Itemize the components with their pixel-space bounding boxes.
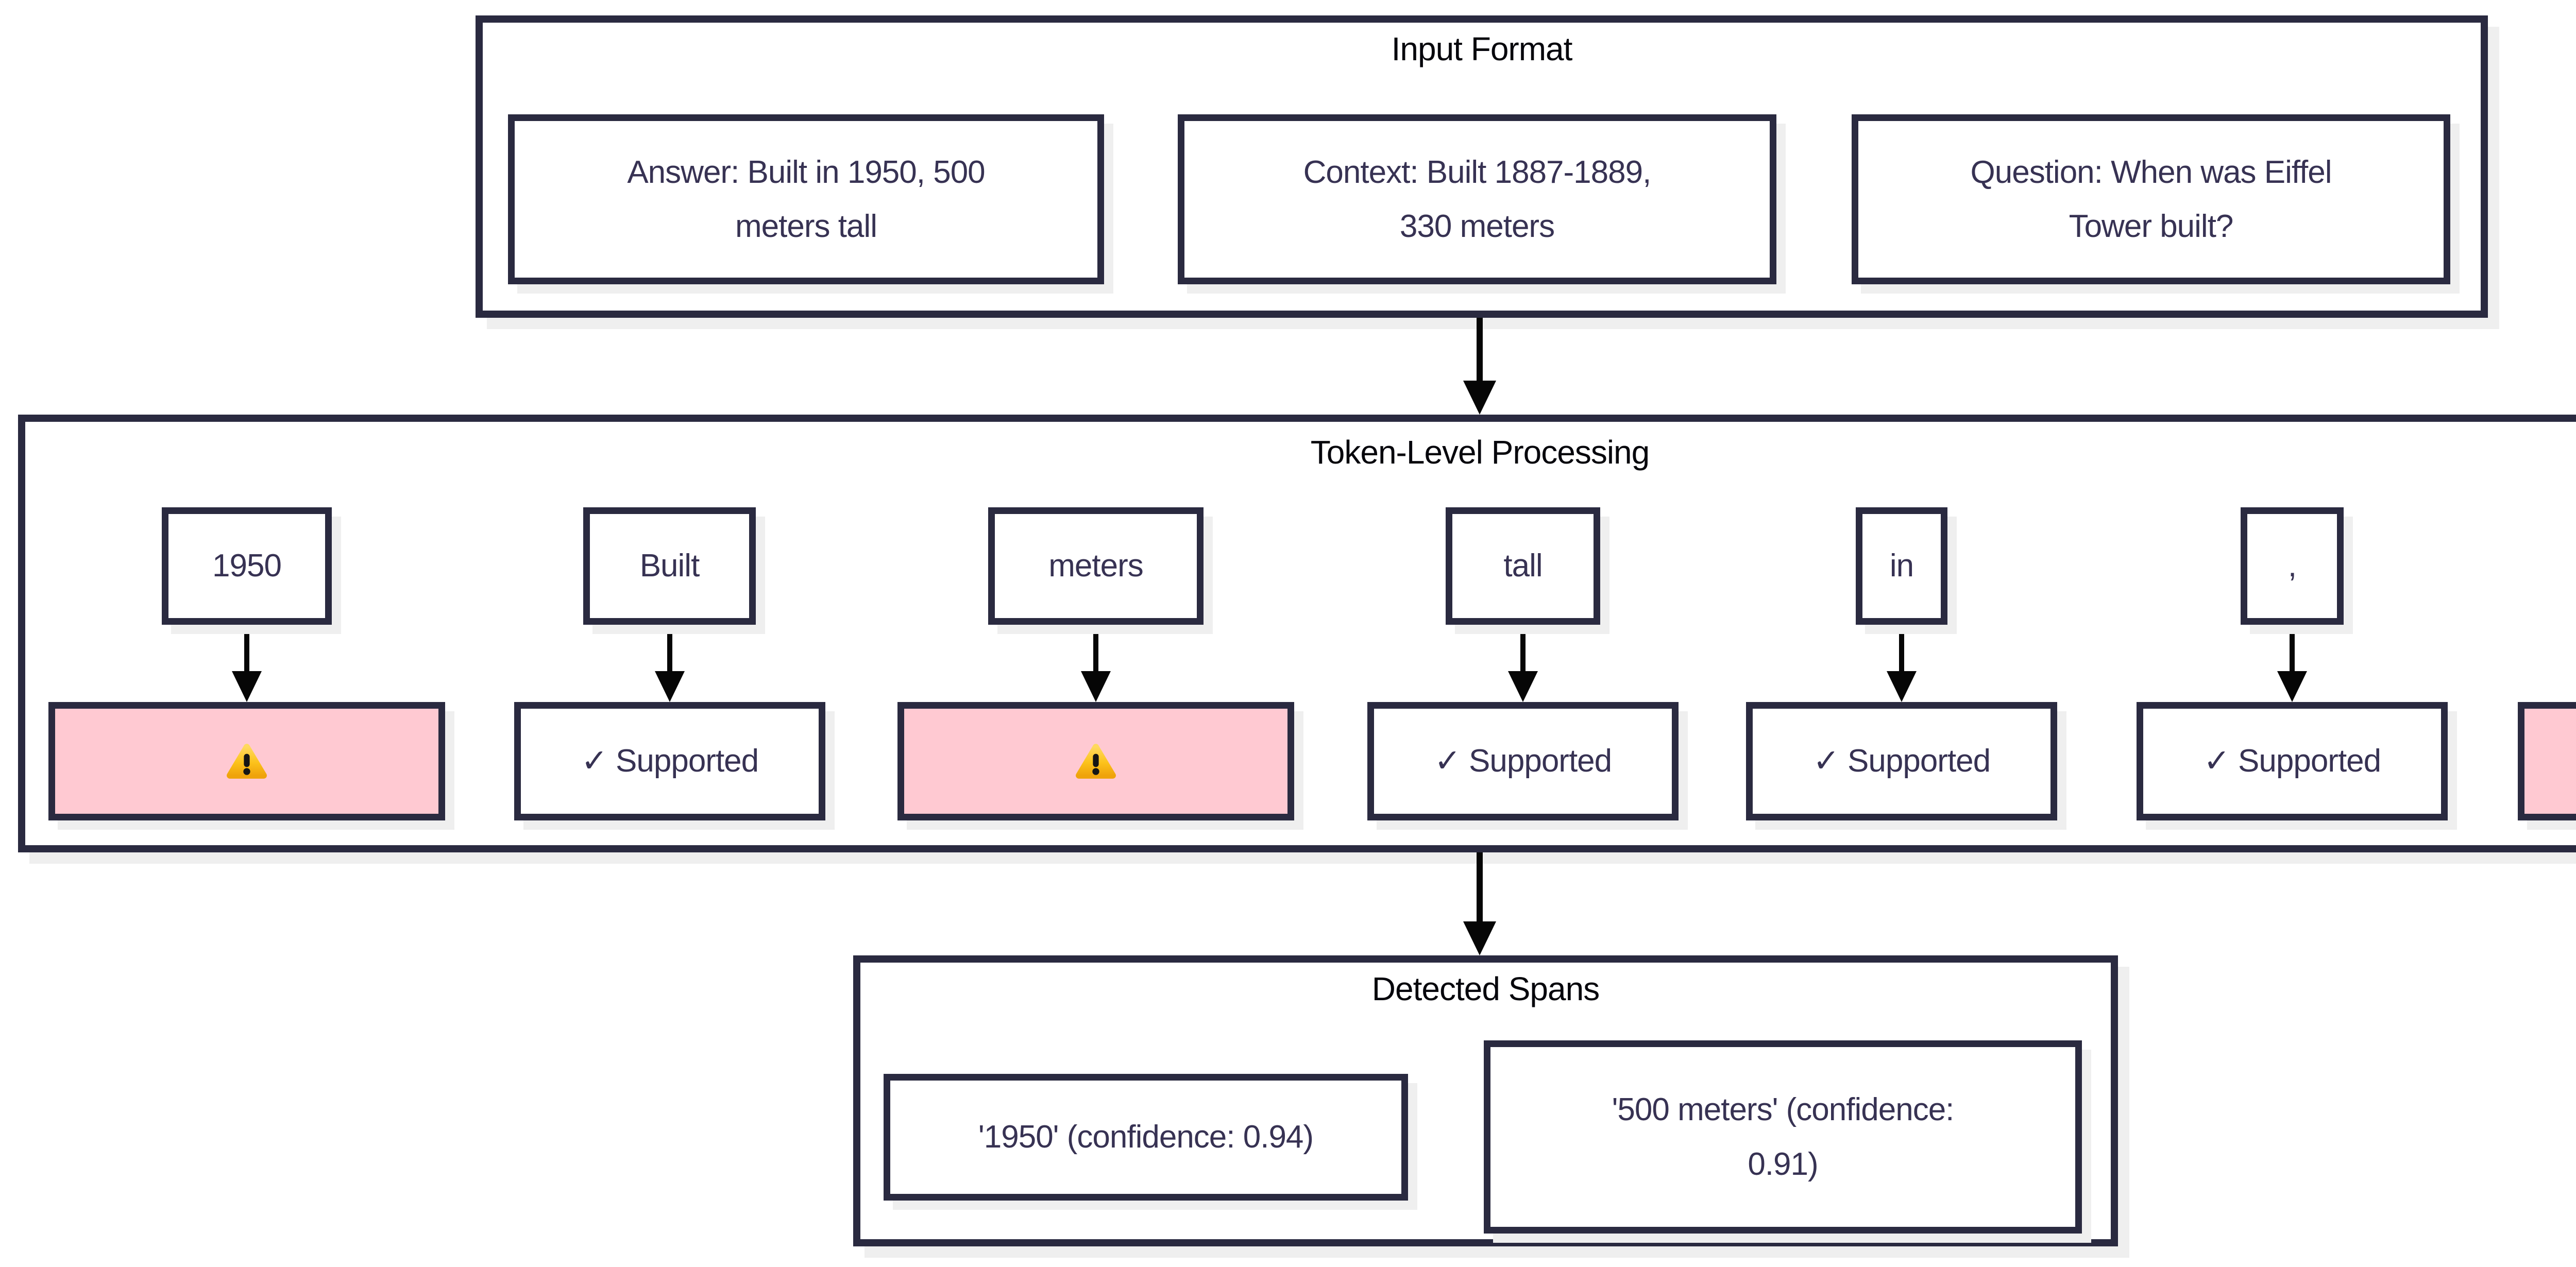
- question-node: Question: When was Eiffel Tower built?: [1852, 114, 2450, 284]
- detected-span-node-500-meters: '500 meters' (confidence: 0.91): [1484, 1040, 2082, 1234]
- arrow-token-1950-to-status: [232, 625, 262, 702]
- detected-spans-title: Detected Spans: [1371, 970, 1600, 1007]
- arrow-input-to-token-processing: [1463, 318, 1496, 415]
- token-node-comma: ,: [2241, 507, 2344, 625]
- arrow-head-icon: [1081, 671, 1111, 702]
- arrow-shaft: [1477, 318, 1483, 381]
- answer-node: Answer: Built in 1950, 500 meters tall: [508, 114, 1104, 284]
- arrow-token-tall-to-status: [1508, 625, 1538, 702]
- arrow-head-icon: [232, 671, 262, 702]
- arrow-shaft: [1477, 852, 1483, 921]
- arrow-token-built-to-status: [655, 625, 685, 702]
- input-format-title: Input Format: [1391, 30, 1573, 67]
- warning-icon: [1076, 744, 1116, 779]
- status-node-warning-1950: [48, 702, 445, 820]
- context-node: Context: Built 1887-1889, 330 meters: [1178, 114, 1776, 284]
- arrow-token-meters-to-status: [1081, 625, 1111, 702]
- arrow-head-icon: [1463, 381, 1496, 415]
- token-node-built: Built: [583, 507, 756, 625]
- status-node-supported-built: ✓ Supported: [514, 702, 825, 820]
- arrow-token-comma-to-status: [2277, 625, 2307, 702]
- status-node-supported-tall: ✓ Supported: [1367, 702, 1679, 820]
- status-node-supported-comma: ✓ Supported: [2137, 702, 2448, 820]
- arrow-shaft: [1093, 625, 1098, 671]
- status-node-warning-meters: [897, 702, 1294, 820]
- status-node-warning-500: [2518, 702, 2576, 820]
- detected-span-node-1950: '1950' (confidence: 0.94): [884, 1074, 1408, 1201]
- arrow-token-in-to-status: [1887, 625, 1917, 702]
- arrow-shaft: [1899, 625, 1904, 671]
- arrow-head-icon: [1887, 671, 1917, 702]
- arrow-shaft: [2290, 625, 2295, 671]
- arrow-shaft: [1520, 625, 1526, 671]
- arrow-head-icon: [2277, 671, 2307, 702]
- token-node-in: in: [1856, 507, 1947, 625]
- arrow-token-processing-to-detected-spans: [1463, 852, 1496, 955]
- arrow-head-icon: [1463, 921, 1496, 955]
- token-processing-title: Token-Level Processing: [1310, 434, 1650, 471]
- arrow-head-icon: [1508, 671, 1538, 702]
- arrow-head-icon: [655, 671, 685, 702]
- arrow-shaft: [667, 625, 672, 671]
- arrow-shaft: [244, 625, 249, 671]
- token-node-tall: tall: [1446, 507, 1600, 625]
- status-node-supported-in: ✓ Supported: [1746, 702, 2057, 820]
- token-node-1950: 1950: [162, 507, 332, 625]
- token-node-meters: meters: [988, 507, 1204, 625]
- warning-icon: [227, 744, 267, 779]
